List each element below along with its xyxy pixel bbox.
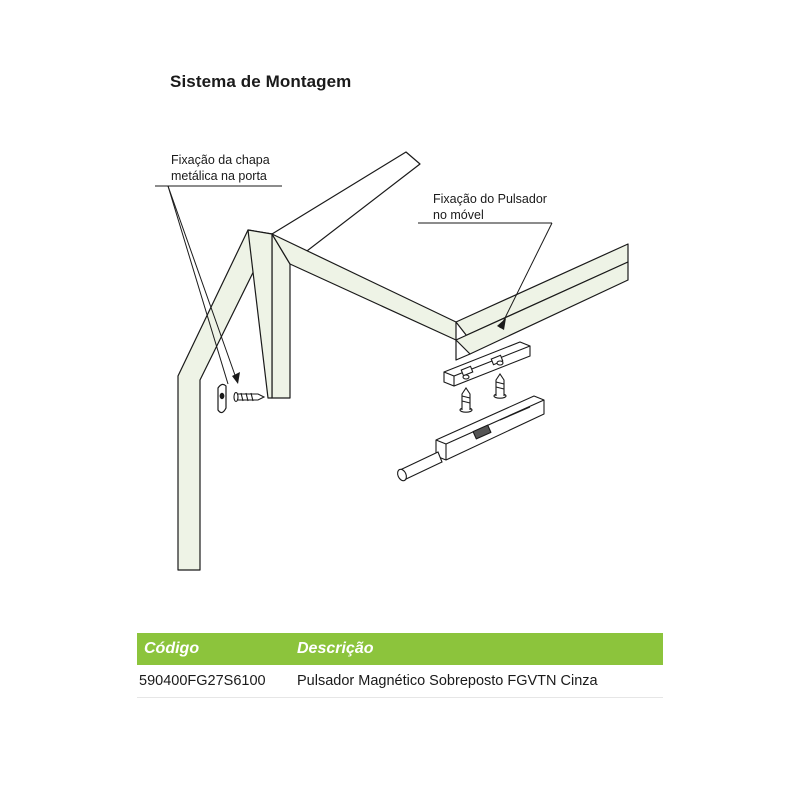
callout-door-leader-1	[167, 185, 237, 379]
piston-rod-icon	[397, 451, 443, 482]
plate-screw-icon	[233, 391, 266, 403]
cell-description: Pulsador Magnético Sobreposto FGVTN Cinz…	[297, 673, 598, 689]
header-description: Descrição	[297, 640, 374, 657]
pulsador-body-icon	[435, 395, 545, 461]
metal-plate-icon	[217, 383, 227, 414]
callout-cabinet: Fixação do Pulsador no móvel	[433, 191, 547, 223]
callout-cabinet-line1: Fixação do Pulsador	[433, 192, 547, 206]
door-edge	[247, 229, 273, 399]
leader-arrow-door	[232, 372, 240, 384]
callout-cabinet-leader	[499, 222, 553, 329]
leader-arrow-cabinet	[497, 318, 506, 330]
callout-door-line1: Fixação da chapa	[171, 153, 270, 167]
bracket-screw-right-icon	[493, 373, 507, 399]
bracket-screw-left-icon	[459, 387, 473, 413]
cabinet-shelf	[455, 261, 629, 355]
callout-cabinet-line2: no móvel	[433, 208, 484, 222]
callout-door-leader-2	[167, 185, 229, 385]
mounting-bracket-icon	[443, 341, 531, 387]
table-row: 590400FG27S6100 Pulsador Magnético Sobre…	[137, 665, 663, 698]
callout-door-line2: metálica na porta	[171, 169, 267, 183]
table-header: Código Descrição	[137, 633, 663, 665]
product-table: Código Descrição 590400FG27S6100 Pulsado…	[137, 633, 663, 698]
callout-door: Fixação da chapa metálica na porta	[171, 152, 270, 184]
header-code: Código	[144, 640, 200, 657]
cell-code: 590400FG27S6100	[139, 673, 266, 689]
page-title: Sistema de Montagem	[170, 72, 352, 91]
